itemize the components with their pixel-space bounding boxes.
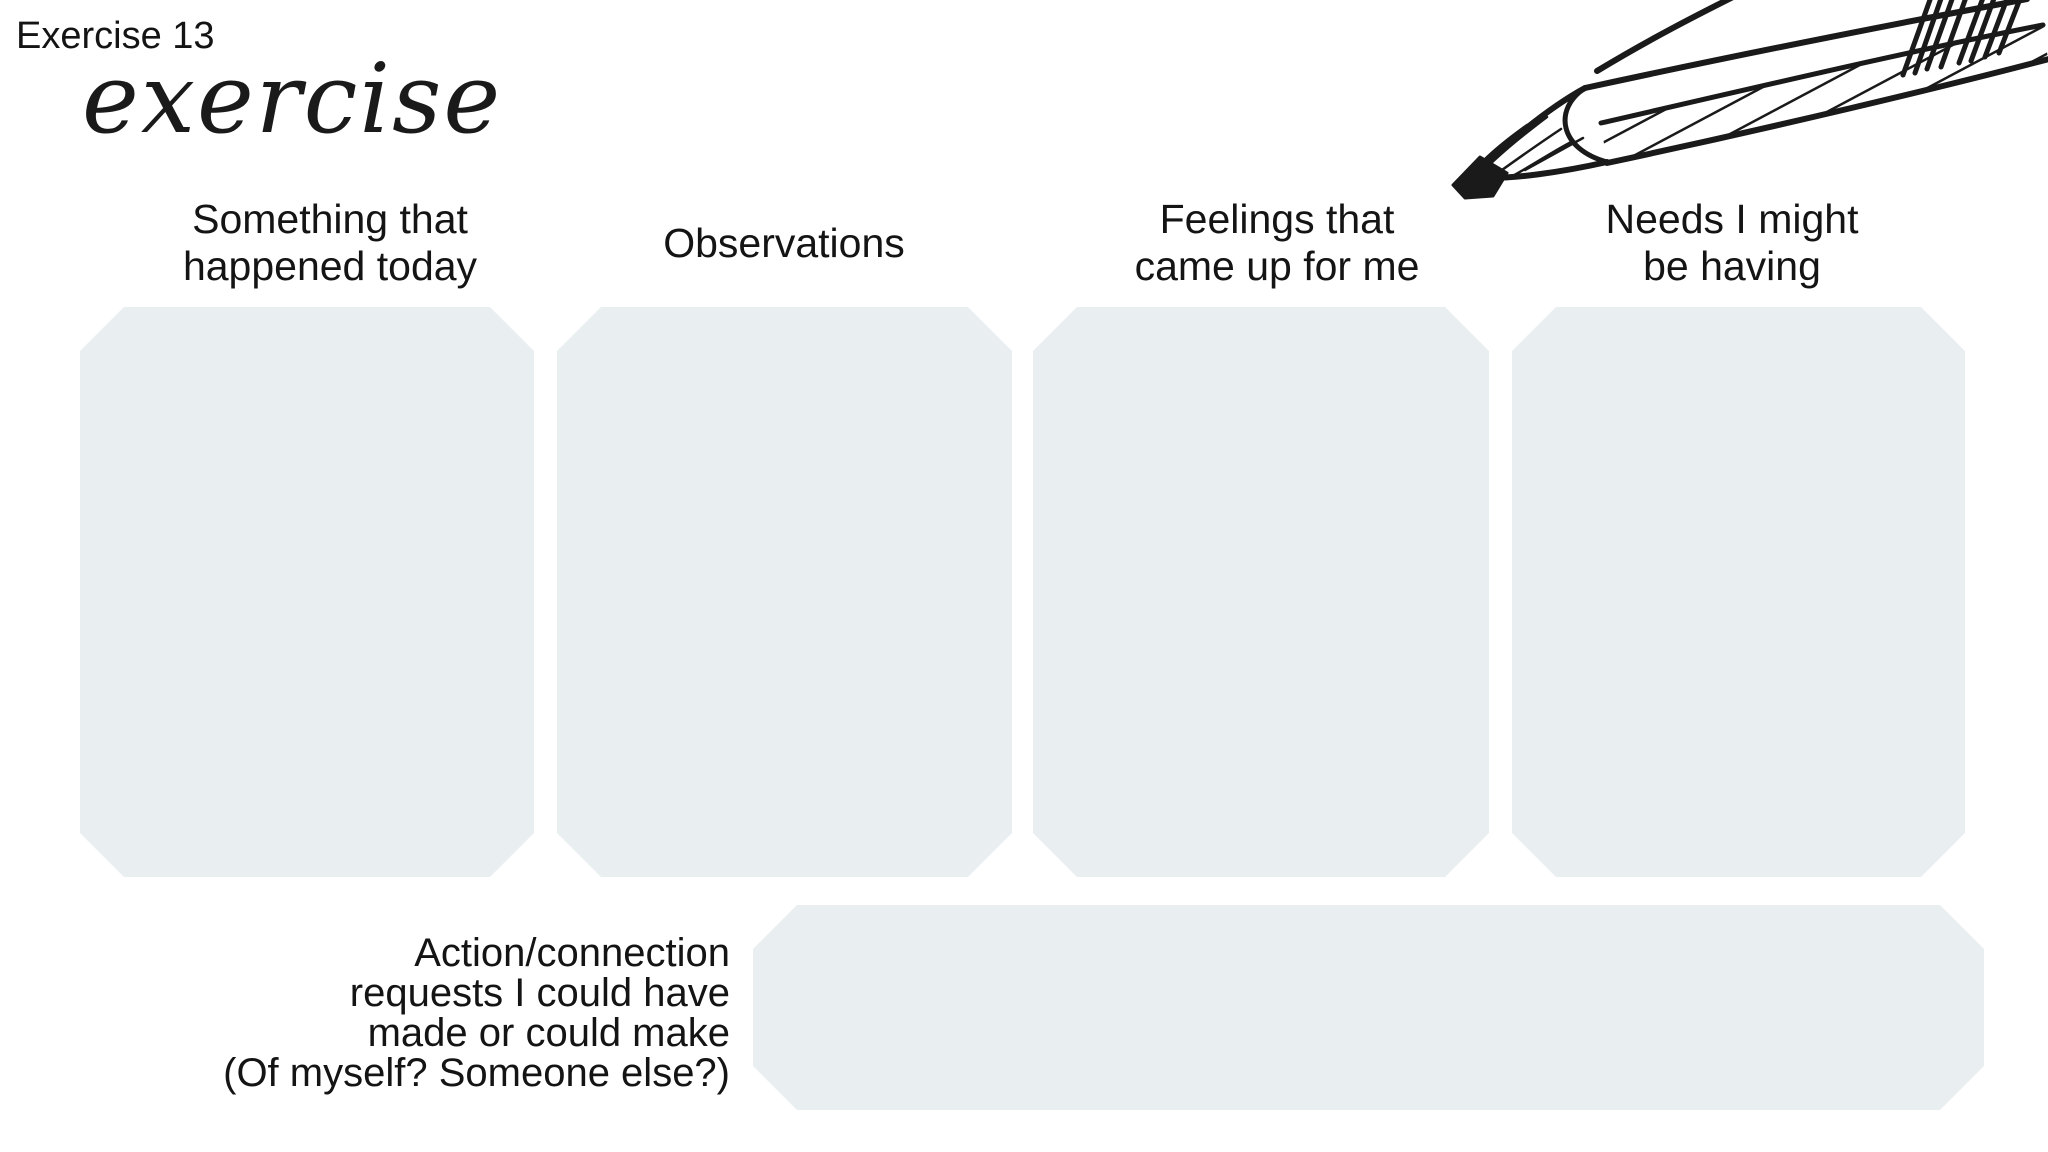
column-header-something-that-happened-today: Something that happened today (182, 196, 478, 289)
writing-area-feelings[interactable] (1033, 307, 1489, 877)
column-header-feelings-that-came-up-for-me: Feelings that came up for me (1134, 196, 1420, 289)
exercise-number-label: Exercise 13 (16, 15, 215, 57)
writing-area-observations[interactable] (557, 307, 1012, 877)
column-header-observations: Observations (663, 219, 905, 266)
page-title: exercise (82, 43, 503, 155)
writing-area-needs[interactable] (1512, 307, 1965, 877)
column-header-needs-i-might-be-having: Needs I might be having (1605, 196, 1859, 289)
writing-area-something-that-happened-today[interactable] (80, 307, 534, 877)
writing-area-action-connection-requests[interactable] (753, 905, 1984, 1110)
action-connection-requests-label: Action/connection requests I could have … (223, 931, 730, 1095)
pencil-icon (1435, 0, 2048, 210)
